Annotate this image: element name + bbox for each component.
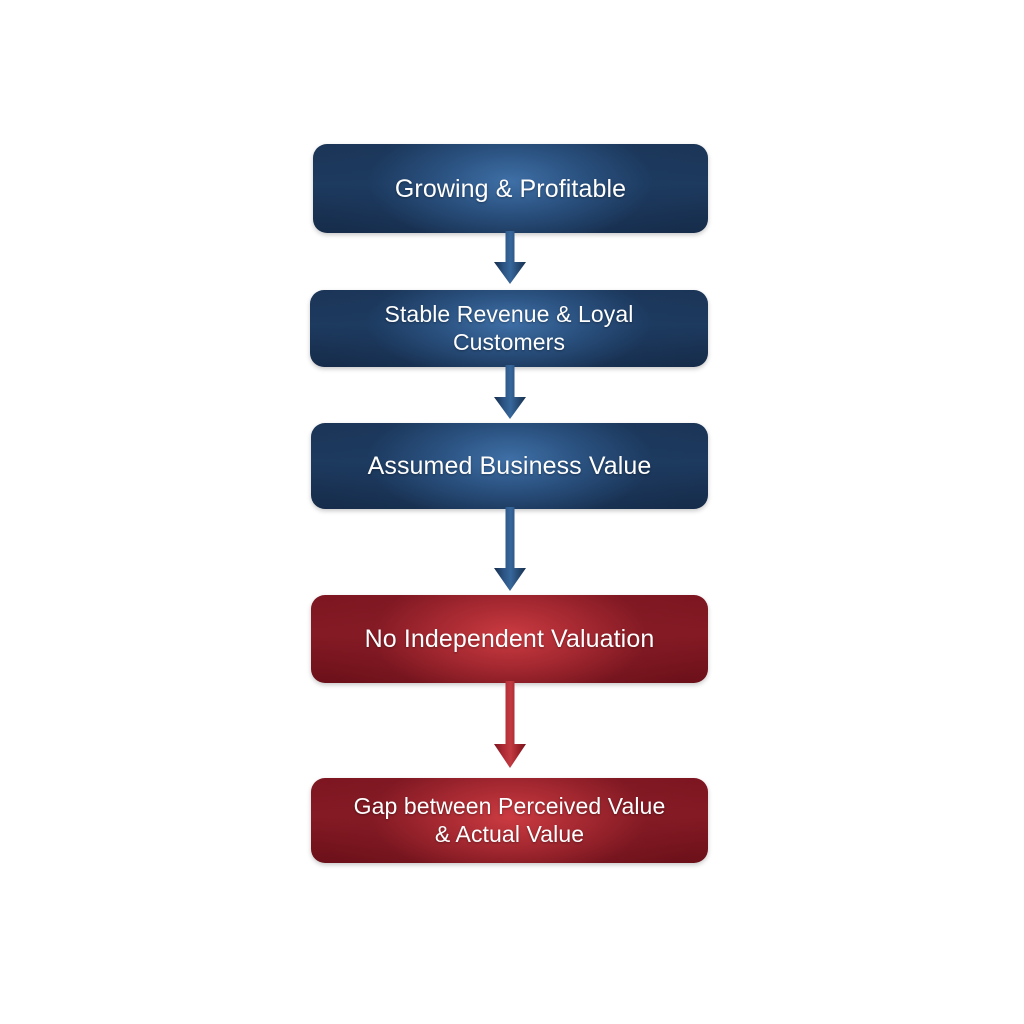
flow-node-assumed-value[interactable]: Assumed Business Value <box>311 423 708 509</box>
flow-node-label: Growing & Profitable <box>394 174 627 203</box>
flow-node-label: Gap between Perceived Value & Actual Val… <box>353 792 666 847</box>
flow-node-label: Stable Revenue & Loyal Customers <box>384 300 634 355</box>
arrow-down-icon <box>493 507 527 592</box>
flow-node-label: Assumed Business Value <box>367 452 652 480</box>
flow-node-label: No Independent Valuation <box>364 625 655 653</box>
arrow-down-icon <box>493 231 527 285</box>
flow-node-stable-revenue[interactable]: Stable Revenue & Loyal Customers <box>310 290 708 367</box>
flow-node-no-valuation[interactable]: No Independent Valuation <box>311 595 708 683</box>
flow-node-growing-profitable[interactable]: Growing & Profitable <box>313 144 708 233</box>
arrow-down-icon <box>493 681 527 769</box>
arrow-down-icon <box>493 365 527 420</box>
flow-node-value-gap[interactable]: Gap between Perceived Value & Actual Val… <box>311 778 708 863</box>
